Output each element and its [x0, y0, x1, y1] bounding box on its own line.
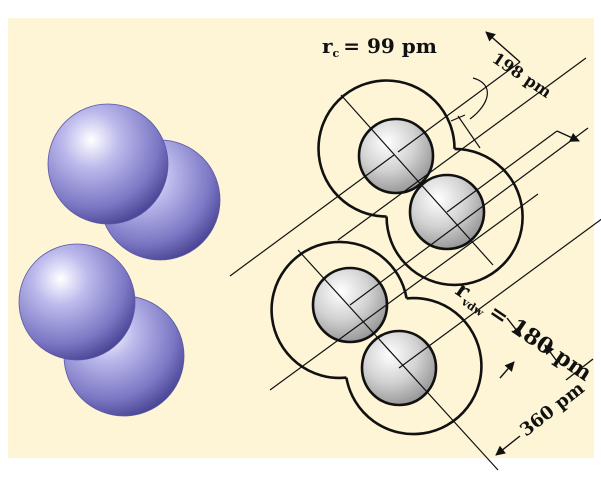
vdw-outline-top — [317, 79, 524, 287]
vdw-outline-bottom — [270, 240, 483, 436]
axis-lines — [229, 57, 601, 471]
label-covalent-radius: rc= 99 pm — [322, 34, 437, 60]
covalent-radius-dimension — [450, 77, 488, 149]
label-bond-length: 198 pm — [489, 49, 555, 102]
separation-dimension — [495, 344, 594, 456]
bond-length-dimension — [485, 31, 580, 142]
space-filling-molecule-bottom — [18, 243, 185, 417]
atom-cores — [311, 117, 486, 407]
vdw-radius-dimension — [499, 317, 522, 379]
space-filling-molecule-top — [47, 103, 221, 261]
label-separation: 360 pm — [516, 378, 588, 441]
